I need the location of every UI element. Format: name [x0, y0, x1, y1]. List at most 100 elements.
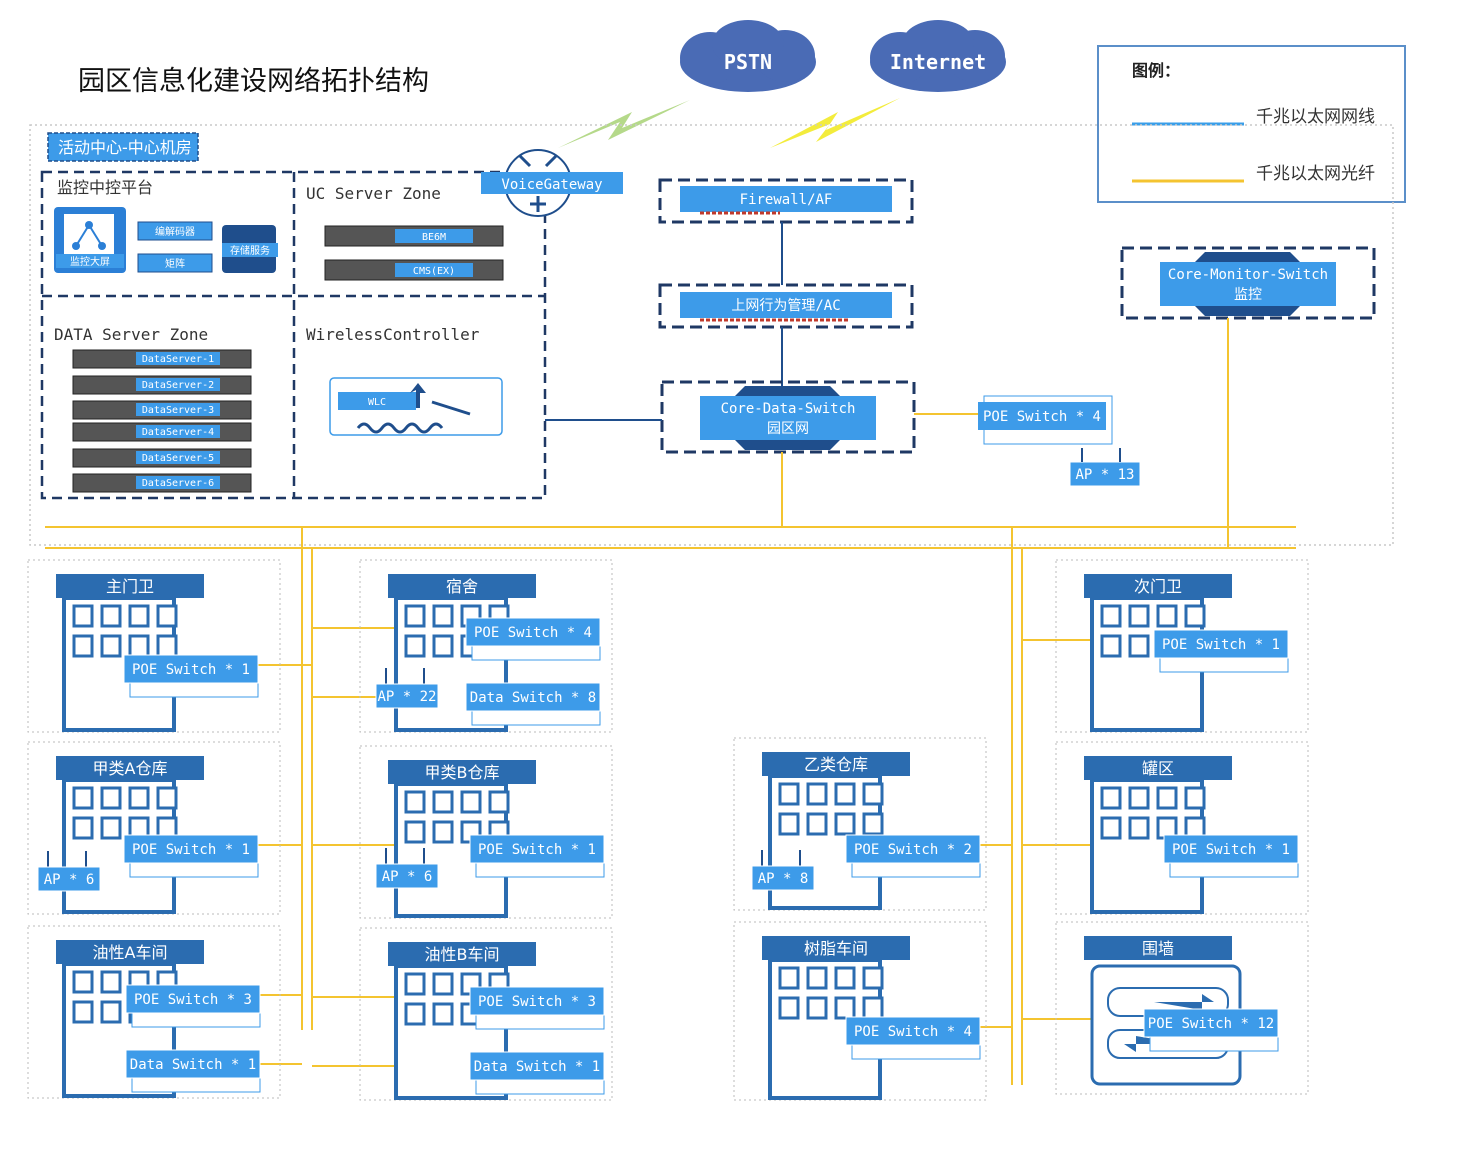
building-name: 宿舍 [446, 577, 478, 596]
voice-gateway-arrows-icon [518, 154, 558, 168]
storage-label-box [222, 243, 278, 257]
datacenter-poe-switch: POE Switch * 4 [978, 395, 1113, 445]
building-ap: AP * 8 [751, 850, 815, 891]
data-server: DataServer-3 [72, 400, 252, 420]
building-name: 罐区 [1142, 759, 1174, 778]
building-switch: POE Switch * 1 [123, 834, 259, 878]
building-4: 甲类B仓库 POE Switch * 1 AP * 6 [359, 745, 613, 919]
wlc-device: WLC [329, 377, 503, 436]
behavior-ac-label: 上网行为管理/AC [731, 298, 840, 314]
building-ap-label: AP * 6 [44, 872, 95, 888]
core-monitor-switch-label: Core-Monitor-Switch [1168, 267, 1328, 283]
wlc-up-arrow-icon [410, 383, 426, 408]
building-switch-label: Data Switch * 1 [474, 1059, 600, 1075]
building-switch-label: POE Switch * 1 [478, 842, 596, 858]
voice-gateway-label: VoiceGateway [501, 177, 602, 193]
building-title-bar [1084, 756, 1232, 780]
building-ap-label: AP * 6 [382, 869, 433, 885]
behavior-ac: 上网行为管理/AC [658, 283, 914, 329]
legend-title: 图例： [1132, 61, 1180, 80]
building-switch: Data Switch * 1 [469, 1051, 605, 1095]
building-switch: POE Switch * 3 [125, 984, 261, 1028]
data-server-label: DataServer-3 [142, 405, 214, 416]
decoder-box [137, 221, 213, 241]
building-switch-label: POE Switch * 1 [132, 662, 250, 678]
datacenter-ap-label: AP * 13 [1075, 467, 1134, 483]
building-ap: AP * 6 [375, 848, 439, 889]
core-monitor-switch: Core-Monitor-Switch 监控 [1120, 246, 1376, 320]
datacenter-area [29, 124, 1394, 546]
data-server-label: DataServer-4 [142, 427, 214, 438]
uc-zone-label: UC Server Zone [306, 184, 441, 203]
building-title-bar [1084, 936, 1232, 960]
building-switch-label: POE Switch * 12 [1148, 1016, 1274, 1032]
storage-label: 存储服务 [230, 244, 270, 257]
internet-cloud: Internet [870, 20, 1006, 92]
building-name: 次门卫 [1134, 577, 1182, 596]
building-switch: POE Switch * 2 [845, 834, 981, 878]
building-title-bar [56, 940, 204, 964]
building-switch: POE Switch * 12 [1143, 1008, 1279, 1052]
fiber-backbone [45, 318, 1296, 1085]
datacenter-ap: AP * 13 [1069, 448, 1141, 487]
building-name: 乙类仓库 [804, 755, 868, 774]
building-switch-label: POE Switch * 3 [478, 994, 596, 1010]
building-switch-label: POE Switch * 1 [1172, 842, 1290, 858]
building-switch-label: Data Switch * 1 [130, 1057, 256, 1073]
building-switch: POE Switch * 1 [1153, 629, 1289, 673]
building-title-bar [1084, 574, 1232, 598]
datacenter-label-box [47, 132, 199, 162]
building-ap: AP * 22 [375, 668, 439, 709]
core-data-switch-sub: 园区网 [767, 421, 809, 437]
building-name: 树脂车间 [804, 939, 868, 958]
building-switch: POE Switch * 1 [1163, 834, 1299, 878]
data-server: DataServer-2 [72, 375, 252, 395]
building-switch-label: POE Switch * 1 [1162, 637, 1280, 653]
building-switch: Data Switch * 1 [125, 1049, 261, 1093]
building-title-bar [56, 756, 204, 780]
video-wall-link [88, 224, 103, 247]
data-server-label: DataServer-6 [142, 478, 214, 489]
server-zones [40, 170, 547, 500]
building-ap-label: AP * 8 [758, 871, 809, 887]
core-data-switch: Core-Data-Switch 园区网 [660, 380, 916, 454]
legend-copper-label: 千兆以太网网线 [1256, 107, 1375, 127]
uc-server-2: CMS(EX) [324, 259, 504, 281]
monitor-zone-label: 监控中控平台 [57, 178, 153, 197]
building-ap-label: AP * 22 [377, 689, 436, 705]
building-title-bar [762, 752, 910, 776]
building-switch: POE Switch * 4 [845, 1016, 981, 1060]
firewall-label: Firewall/AF [740, 192, 833, 208]
building-switch: POE Switch * 1 [123, 654, 259, 698]
data-server: DataServer-6 [72, 473, 252, 493]
building-switch-label: POE Switch * 4 [474, 625, 592, 641]
building-switch: POE Switch * 4 [465, 617, 601, 661]
core-data-switch-label: Core-Data-Switch [721, 401, 856, 417]
building-9: 树脂车间 POE Switch * 4 [733, 921, 987, 1101]
building-5: 乙类仓库 POE Switch * 2 AP * 8 [733, 737, 987, 911]
building-switch-label: POE Switch * 1 [132, 842, 250, 858]
wlc-wave-icon [356, 422, 444, 434]
legend-fiber-label: 千兆以太网光纤 [1256, 164, 1375, 184]
pstn-cloud: PSTN [680, 20, 816, 92]
video-wall-screen [64, 214, 114, 254]
building-ap: AP * 6 [37, 851, 101, 892]
building-switch: POE Switch * 3 [469, 986, 605, 1030]
firewall: Firewall/AF [658, 178, 914, 224]
data-server-label: DataServer-2 [142, 380, 214, 391]
video-wall-label: 监控大屏 [70, 255, 110, 268]
uc-server-2-label: CMS(EX) [413, 266, 455, 277]
data-server-label: DataServer-1 [142, 354, 214, 365]
building-switch-label: POE Switch * 2 [854, 842, 972, 858]
data-server-label: DataServer-5 [142, 453, 214, 464]
page-title: 园区信息化建设网络拓扑结构 [78, 66, 429, 97]
data-server: DataServer-4 [72, 422, 252, 442]
data-server: DataServer-1 [72, 349, 252, 369]
matrix-label: 矩阵 [165, 257, 185, 270]
building-name: 甲类B仓库 [425, 763, 500, 782]
building-title-bar [56, 574, 204, 598]
